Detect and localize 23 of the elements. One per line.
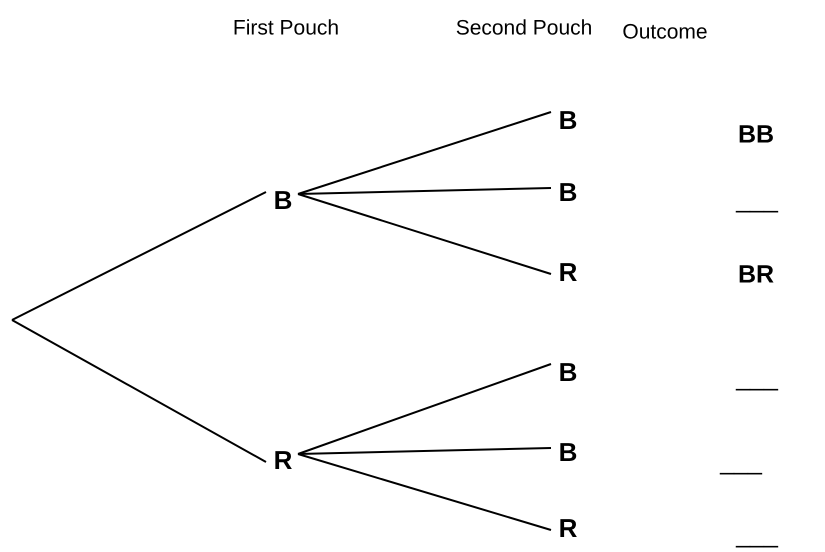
branch-line bbox=[12, 319, 266, 463]
outcome-text: ___ bbox=[736, 188, 778, 212]
branch-line bbox=[298, 111, 552, 195]
branch-line bbox=[298, 453, 552, 531]
outcome-letter: B bbox=[553, 355, 583, 389]
column-heading: Second Pouch bbox=[456, 18, 592, 38]
column-heading: First Pouch bbox=[232, 18, 340, 38]
outcome-letter: R bbox=[553, 255, 583, 289]
branch-line bbox=[12, 191, 266, 321]
outcome-text: BB bbox=[738, 122, 774, 148]
branch-line bbox=[298, 193, 552, 275]
outcome-text: ___ bbox=[736, 522, 778, 548]
outcome-text: BR bbox=[738, 262, 774, 288]
outcome-text: ___ bbox=[720, 450, 762, 474]
outcome-letter: B bbox=[268, 183, 298, 217]
branch-line bbox=[298, 363, 552, 455]
outcome-letter: B bbox=[553, 435, 583, 469]
outcome-letter: R bbox=[268, 443, 298, 477]
outcome-text: ___ bbox=[736, 366, 778, 390]
column-heading: Outcome bbox=[622, 22, 708, 42]
outcome-letter: R bbox=[553, 511, 583, 545]
outcome-letter: B bbox=[553, 103, 583, 137]
outcome-letter: B bbox=[553, 175, 583, 209]
